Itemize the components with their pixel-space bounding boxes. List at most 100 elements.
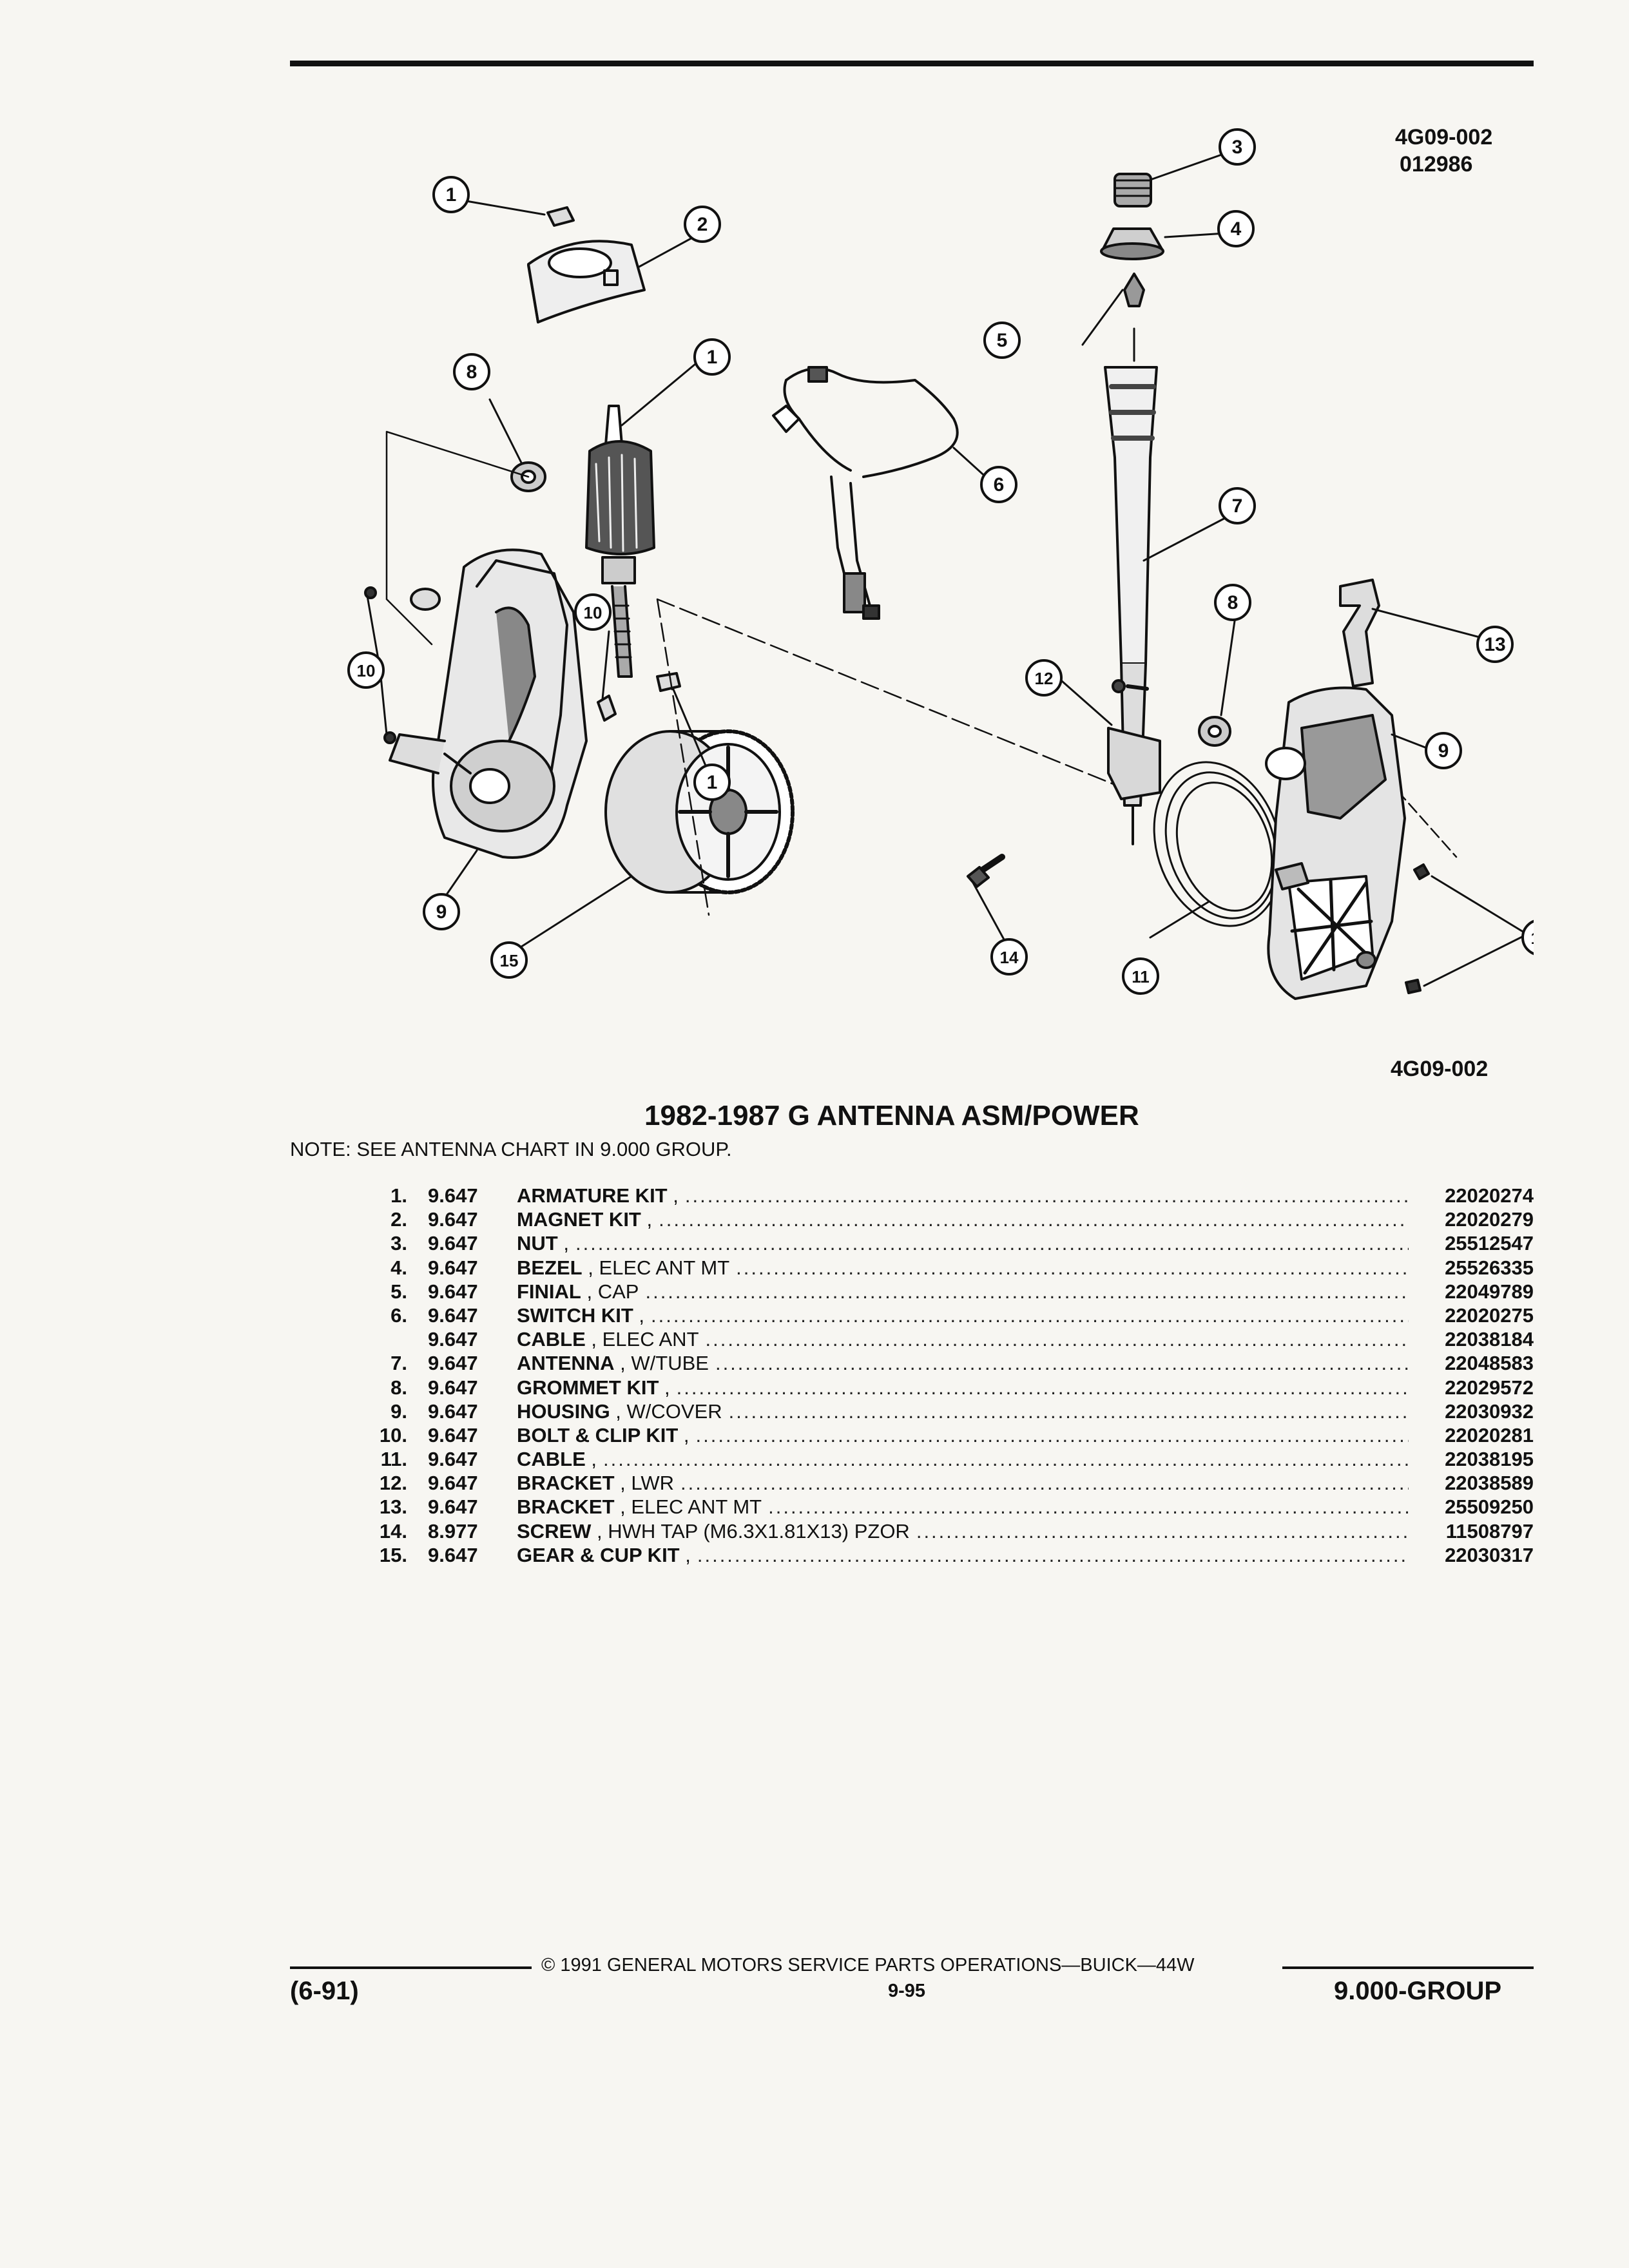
part-description: ARMATURE KIT , bbox=[505, 1184, 1409, 1207]
part-name: SCREW bbox=[517, 1519, 592, 1542]
part-description: HOUSING , W/COVER bbox=[505, 1400, 1409, 1423]
part-name: FINIAL bbox=[517, 1280, 581, 1303]
group-number: 9.647 bbox=[428, 1543, 478, 1566]
part-number: 22030317 bbox=[1445, 1543, 1534, 1566]
part-number: 25512547 bbox=[1445, 1232, 1534, 1255]
part-detail: , W/TUBE bbox=[614, 1352, 709, 1375]
part-detail: , W/COVER bbox=[610, 1399, 722, 1423]
footer-rule-left bbox=[290, 1966, 532, 1969]
callout-label: 8 bbox=[467, 361, 477, 383]
magnet-part bbox=[527, 240, 646, 323]
callout-label: 13 bbox=[1484, 634, 1505, 655]
item-number: 14. bbox=[379, 1519, 407, 1542]
part-number: 11508797 bbox=[1445, 1519, 1534, 1542]
part-detail: , ELEC ANT MT bbox=[614, 1495, 762, 1519]
item-number: 15. bbox=[379, 1543, 407, 1566]
part-description: GROMMET KIT , bbox=[505, 1376, 1409, 1399]
part-detail: , bbox=[667, 1184, 679, 1207]
part-detail: , bbox=[585, 1448, 597, 1471]
part-description: NUT , bbox=[505, 1232, 1409, 1255]
part-detail: , bbox=[678, 1423, 689, 1446]
parts-row: 9.647 CABLE , ELEC ANT 22038184 bbox=[348, 1328, 1534, 1352]
part-number: 22020279 bbox=[1445, 1208, 1534, 1231]
part-description: CABLE , bbox=[505, 1448, 1409, 1471]
part-detail: , bbox=[557, 1232, 569, 1255]
part-name: BOLT & CLIP KIT bbox=[517, 1423, 679, 1446]
part-description: ANTENNA , W/TUBE bbox=[505, 1352, 1409, 1375]
finial-part bbox=[1123, 273, 1145, 307]
callout-label: 1 bbox=[707, 347, 718, 368]
item-number: 3. bbox=[390, 1232, 407, 1255]
group-label: 9.000-GROUP bbox=[1334, 1977, 1502, 2005]
armature-part bbox=[585, 405, 655, 678]
callout-label: 8 bbox=[1228, 592, 1239, 613]
group-number: 9.647 bbox=[428, 1208, 478, 1231]
item-number: 8. bbox=[390, 1376, 407, 1399]
page-number: 9-95 bbox=[888, 1981, 926, 2001]
right-housing-part bbox=[1265, 686, 1406, 1000]
lower-bracket-part bbox=[1107, 727, 1161, 800]
part-number: 22038184 bbox=[1445, 1328, 1534, 1351]
group-number: 9.647 bbox=[428, 1352, 478, 1375]
item-number: 11. bbox=[380, 1448, 407, 1471]
part-detail: , LWR bbox=[614, 1472, 674, 1495]
group-number: 9.647 bbox=[428, 1303, 478, 1327]
part-name: SWITCH KIT bbox=[517, 1303, 633, 1327]
callout-label: 1 bbox=[446, 184, 457, 206]
mount-bracket-part bbox=[1339, 579, 1380, 687]
clip-part bbox=[656, 672, 681, 692]
part-description: MAGNET KIT , bbox=[505, 1208, 1409, 1231]
part-number: 25526335 bbox=[1445, 1256, 1534, 1279]
item-number: 13. bbox=[379, 1495, 407, 1519]
parts-row: 7. 9.647 ANTENNA , W/TUBE 22048583 bbox=[348, 1352, 1534, 1376]
group-number: 9.647 bbox=[428, 1399, 478, 1423]
parts-row: 2. 9.647 MAGNET KIT , 22020279 bbox=[348, 1208, 1534, 1232]
part-name: GEAR & CUP KIT bbox=[517, 1543, 680, 1566]
part-detail: , bbox=[659, 1376, 670, 1399]
callout-label: 15 bbox=[500, 951, 519, 970]
callout-label: 10 bbox=[584, 603, 602, 622]
exploded-parts-diagram: 1 2 3 4 5 6 7 8 1 8 13 9 10 12 11 14 9 1… bbox=[347, 128, 1534, 1000]
clip-part bbox=[597, 695, 617, 722]
group-number: 9.647 bbox=[428, 1423, 478, 1446]
group-number: 9.647 bbox=[428, 1232, 478, 1255]
part-description: SCREW , HWH TAP (M6.3X1.81X13) PZOR bbox=[505, 1520, 1409, 1543]
item-number: 5. bbox=[390, 1280, 407, 1303]
part-number: 22048583 bbox=[1445, 1352, 1534, 1375]
part-number: 22020281 bbox=[1445, 1423, 1534, 1446]
part-description: CABLE , ELEC ANT bbox=[505, 1328, 1409, 1351]
item-number: 7. bbox=[390, 1352, 407, 1375]
grommet-part bbox=[1198, 716, 1231, 747]
part-name: CABLE bbox=[517, 1328, 586, 1351]
part-detail: , ELEC ANT MT bbox=[582, 1256, 730, 1279]
callout-label: 7 bbox=[1232, 495, 1243, 517]
part-detail: , bbox=[679, 1543, 691, 1566]
part-description: BRACKET , LWR bbox=[505, 1472, 1409, 1495]
group-number: 9.647 bbox=[428, 1184, 478, 1207]
part-name: CABLE bbox=[517, 1448, 586, 1471]
part-number: 22020275 bbox=[1445, 1303, 1534, 1327]
item-number: 2. bbox=[390, 1208, 407, 1231]
clip-part bbox=[546, 206, 575, 227]
part-name: MAGNET KIT bbox=[517, 1208, 641, 1231]
group-number: 9.647 bbox=[428, 1328, 478, 1351]
diagram-code: 4G09-002 bbox=[1391, 1057, 1489, 1081]
parts-row: 3. 9.647 NUT , 25512547 bbox=[348, 1232, 1534, 1256]
callout-label: 2 bbox=[697, 214, 708, 235]
group-number: 9.647 bbox=[428, 1376, 478, 1399]
top-rule bbox=[290, 61, 1534, 66]
item-number: 12. bbox=[379, 1472, 407, 1495]
item-number: 9. bbox=[390, 1399, 407, 1423]
callout-label: 10 bbox=[1531, 928, 1534, 948]
group-number: 9.647 bbox=[428, 1448, 478, 1471]
part-number: 22049789 bbox=[1445, 1280, 1534, 1303]
parts-row: 15. 9.647 GEAR & CUP KIT , 22030317 bbox=[348, 1544, 1534, 1568]
